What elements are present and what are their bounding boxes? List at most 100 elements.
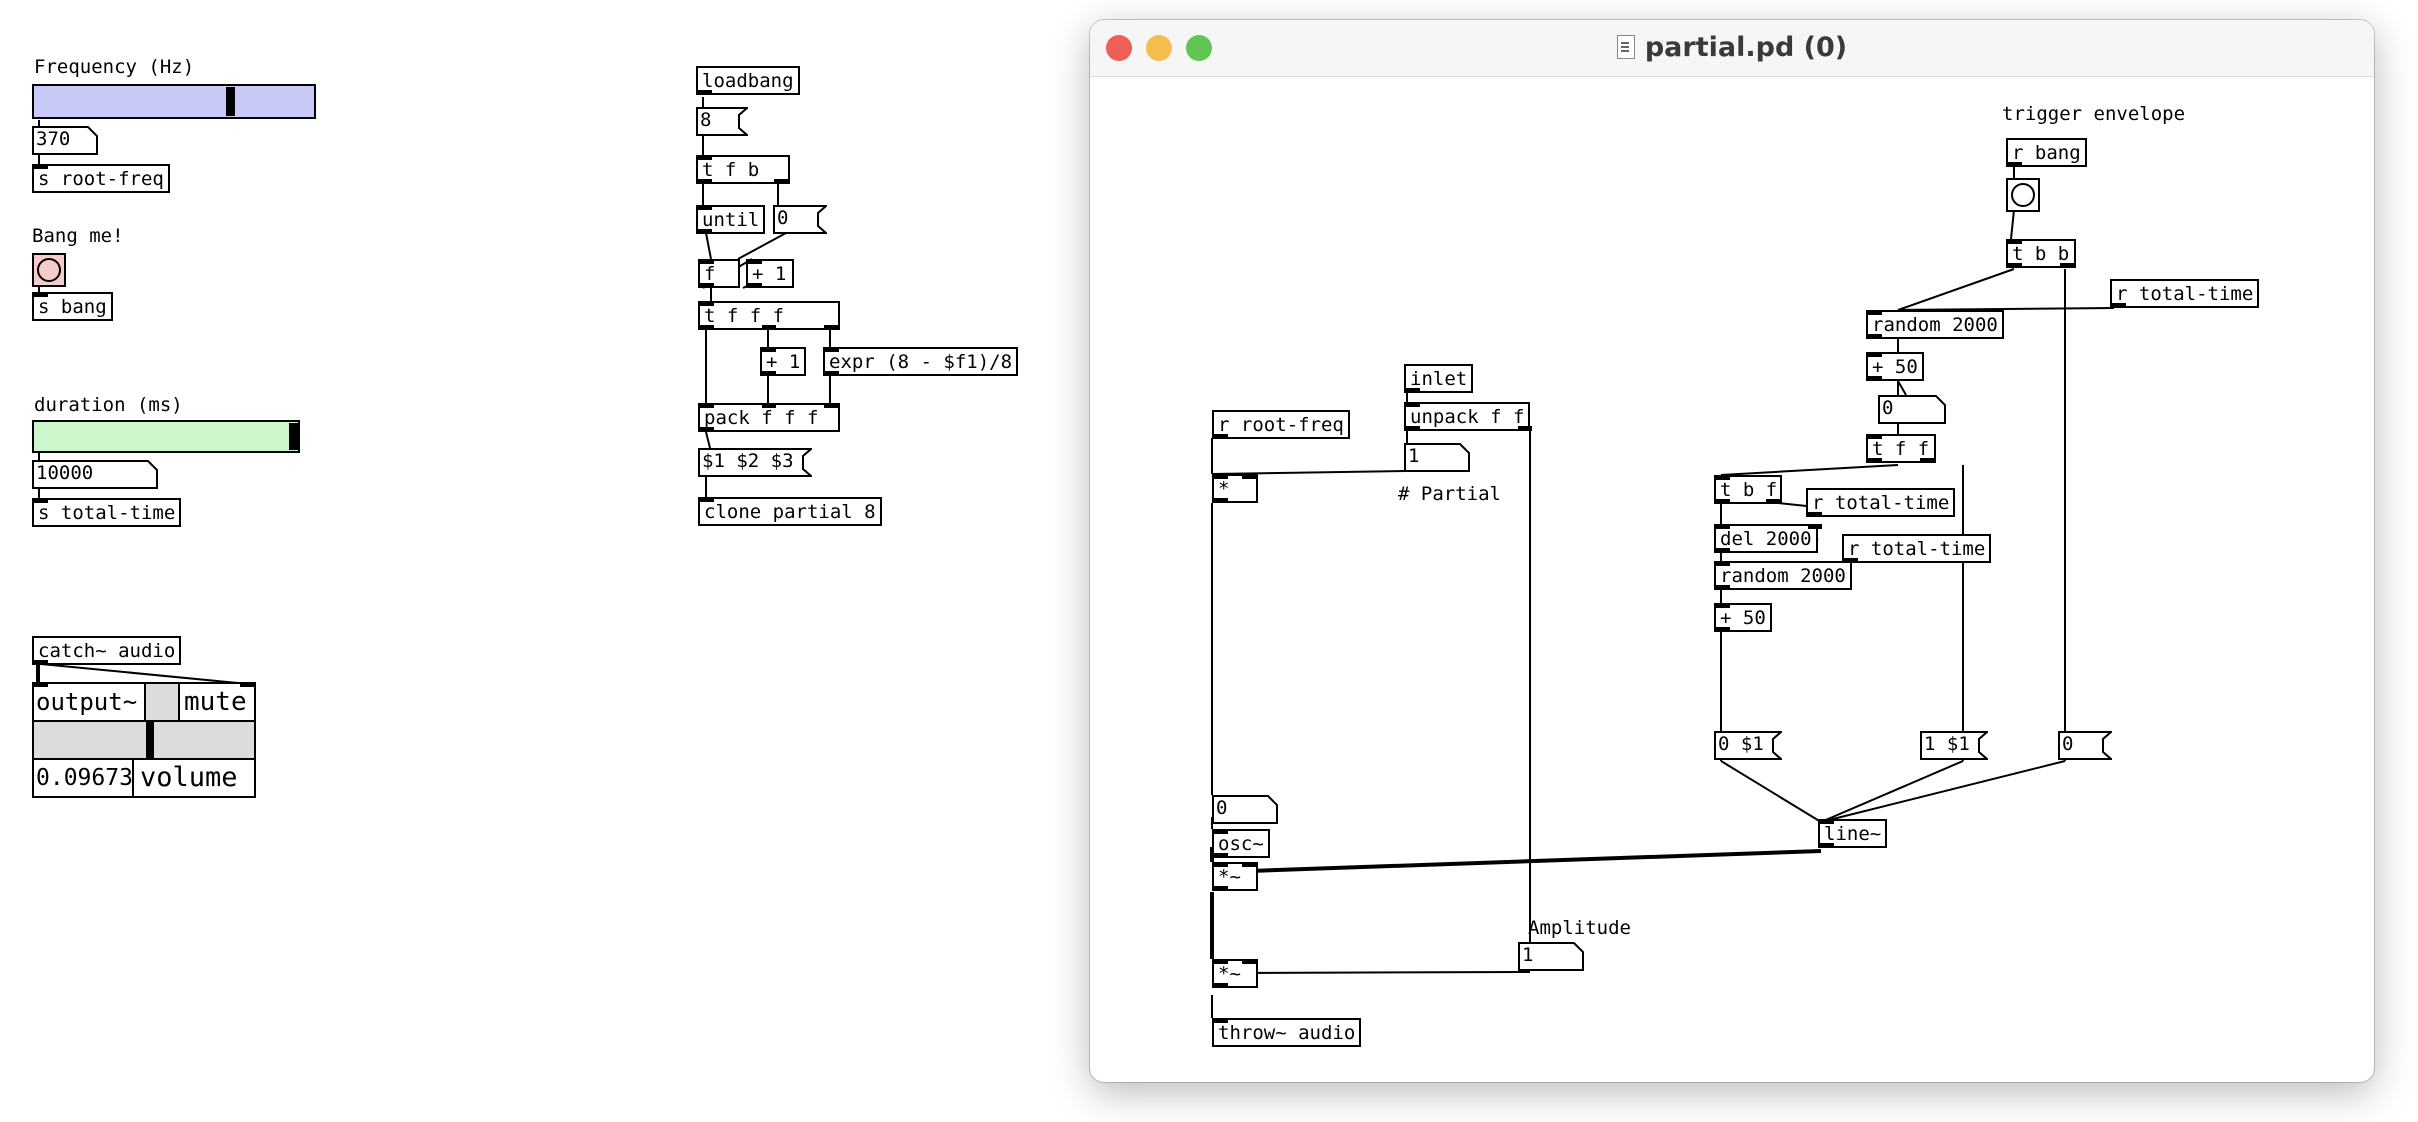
catch-audio-text: catch~ audio bbox=[38, 640, 176, 662]
send-total-time-object[interactable]: s total-time bbox=[32, 498, 182, 527]
output-name: output~ bbox=[36, 688, 138, 716]
trigger-f-f-object[interactable]: t f f bbox=[1866, 434, 1936, 463]
signal-multiply-text-1: *~ bbox=[1218, 866, 1241, 888]
output-mute-toggle[interactable] bbox=[144, 684, 180, 720]
multiply-object[interactable]: * bbox=[1212, 474, 1258, 503]
receive-total-time-object-2[interactable]: r total-time bbox=[1806, 488, 1956, 517]
expr-object[interactable]: expr (8 - $f1)/8 bbox=[823, 347, 1019, 376]
float-text: f bbox=[704, 263, 716, 285]
float-object[interactable]: f bbox=[698, 259, 740, 288]
trigger-b-b-object[interactable]: t b b bbox=[2006, 239, 2076, 268]
oscillator-text: osc~ bbox=[1218, 833, 1264, 855]
bang-button[interactable] bbox=[32, 253, 66, 287]
output-volume-label: volume bbox=[140, 762, 238, 793]
unpack-object[interactable]: unpack f f bbox=[1404, 402, 1532, 431]
inlet-object[interactable]: inlet bbox=[1404, 364, 1474, 393]
duration-number-box[interactable]: 10000 bbox=[32, 460, 158, 489]
random-text-1: random 2000 bbox=[1872, 314, 1998, 336]
random-object-2[interactable]: random 2000 bbox=[1714, 561, 1852, 590]
envelope-bang-circle bbox=[2011, 183, 2035, 207]
ramp-up-text: 1 $1 bbox=[1924, 733, 1970, 755]
send-total-time-text: s total-time bbox=[38, 502, 176, 524]
catch-audio-object[interactable]: catch~ audio bbox=[32, 636, 182, 665]
signal-multiply-object-2[interactable]: *~ bbox=[1212, 959, 1258, 988]
receive-root-freq-object[interactable]: r root-freq bbox=[1212, 410, 1350, 439]
output-volume-value: 0.09673 bbox=[34, 760, 134, 796]
duration-label: duration (ms) bbox=[34, 394, 183, 416]
duration-slider[interactable] bbox=[32, 420, 300, 453]
frequency-slider[interactable] bbox=[32, 84, 316, 119]
random-object-1[interactable]: random 2000 bbox=[1866, 310, 2004, 339]
dollar-args-text: $1 $2 $3 bbox=[702, 450, 794, 472]
line-signal-text: line~ bbox=[1824, 823, 1882, 845]
output-volume-knob[interactable] bbox=[146, 722, 154, 758]
send-root-freq-object[interactable]: s root-freq bbox=[32, 164, 170, 193]
clone-partial-text: clone partial 8 bbox=[704, 501, 876, 523]
random-text-2: random 2000 bbox=[1720, 565, 1846, 587]
partial-patch-canvas[interactable]: trigger envelope r bang t b b r total-ti… bbox=[1090, 77, 2374, 1082]
zero-text: 0 bbox=[777, 207, 789, 229]
oscillator-object[interactable]: osc~ bbox=[1212, 829, 1270, 858]
zero-message[interactable]: 0 bbox=[773, 205, 827, 234]
envelope-number-box[interactable]: 0 bbox=[1878, 395, 1946, 424]
trigger-f-f-f-text: t f f f bbox=[704, 305, 785, 327]
pack-object[interactable]: pack f f f bbox=[698, 403, 840, 432]
until-object[interactable]: until bbox=[696, 205, 766, 234]
count-message[interactable]: 8 bbox=[696, 107, 748, 136]
envelope-bang-button[interactable] bbox=[2006, 178, 2040, 212]
frequency-number-box-partial[interactable]: 0 bbox=[1212, 795, 1278, 824]
plus-one-object-b[interactable]: + 1 bbox=[760, 347, 806, 376]
frequency-slider-knob[interactable] bbox=[226, 87, 235, 116]
duration-slider-knob[interactable] bbox=[289, 423, 298, 450]
minimize-button[interactable] bbox=[1146, 35, 1172, 61]
expr-text: expr (8 - $f1)/8 bbox=[829, 351, 1013, 373]
partial-label: # Partial bbox=[1398, 483, 1501, 505]
plus-fifty-object-b[interactable]: + 50 bbox=[1714, 603, 1772, 632]
loadbang-text: loadbang bbox=[702, 70, 794, 92]
receive-total-time-object-3[interactable]: r total-time bbox=[1842, 534, 1992, 563]
send-root-freq-text: s root-freq bbox=[38, 168, 164, 190]
until-text: until bbox=[702, 209, 760, 231]
receive-total-time-object-1[interactable]: r total-time bbox=[2110, 279, 2260, 308]
loadbang-object[interactable]: loadbang bbox=[696, 66, 800, 95]
throw-audio-object[interactable]: throw~ audio bbox=[1212, 1018, 1362, 1047]
plus-fifty-object-a[interactable]: + 50 bbox=[1866, 352, 1924, 381]
inlet-text: inlet bbox=[1410, 368, 1468, 390]
output-volume-slider[interactable] bbox=[34, 720, 254, 760]
partial-window[interactable]: partial.pd (0) bbox=[1090, 20, 2374, 1082]
receive-root-freq-text: r root-freq bbox=[1218, 414, 1344, 436]
main-patch-wires bbox=[36, 97, 831, 685]
ramp-down-message[interactable]: 0 $1 bbox=[1714, 731, 1782, 760]
trigger-b-b-text: t b b bbox=[2012, 243, 2070, 265]
trigger-f-f-f-object[interactable]: t f f f bbox=[698, 301, 840, 330]
receive-bang-object[interactable]: r bang bbox=[2006, 138, 2087, 167]
throw-audio-text: throw~ audio bbox=[1218, 1022, 1356, 1044]
signal-multiply-object-1[interactable]: *~ bbox=[1212, 862, 1258, 891]
reset-zero-message[interactable]: 0 bbox=[2058, 731, 2112, 760]
ramp-up-message[interactable]: 1 $1 bbox=[1920, 731, 1988, 760]
plus-fifty-text-a: + 50 bbox=[1872, 356, 1918, 378]
pack-text: pack f f f bbox=[704, 407, 819, 429]
window-titlebar[interactable]: partial.pd (0) bbox=[1090, 20, 2374, 77]
dollar-args-message[interactable]: $1 $2 $3 bbox=[698, 448, 812, 477]
amplitude-number-box[interactable]: 1 bbox=[1518, 942, 1584, 971]
frequency-number-box[interactable]: 370 bbox=[32, 126, 98, 155]
output-abstraction[interactable]: output~ mute 0.09673 volume bbox=[32, 682, 256, 798]
trigger-f-b-object[interactable]: t f b bbox=[696, 155, 790, 184]
trigger-b-f-object[interactable]: t b f bbox=[1714, 475, 1782, 504]
window-title-text: partial.pd (0) bbox=[1644, 32, 1848, 63]
receive-total-time-text-1: r total-time bbox=[2116, 283, 2254, 305]
document-icon bbox=[1616, 35, 1635, 59]
frequency-number-value-partial: 0 bbox=[1216, 797, 1228, 819]
zoom-button[interactable] bbox=[1186, 35, 1212, 61]
clone-partial-object[interactable]: clone partial 8 bbox=[698, 497, 882, 526]
partial-index-number-box[interactable]: 1 bbox=[1404, 443, 1470, 472]
signal-multiply-text-2: *~ bbox=[1218, 963, 1241, 985]
close-button[interactable] bbox=[1106, 35, 1132, 61]
plus-one-object-a[interactable]: + 1 bbox=[746, 259, 794, 288]
line-signal-object[interactable]: line~ bbox=[1818, 819, 1888, 848]
delay-object[interactable]: del 2000 bbox=[1714, 524, 1822, 553]
send-bang-object[interactable]: s bang bbox=[32, 292, 113, 321]
amplitude-value: 1 bbox=[1522, 944, 1534, 966]
